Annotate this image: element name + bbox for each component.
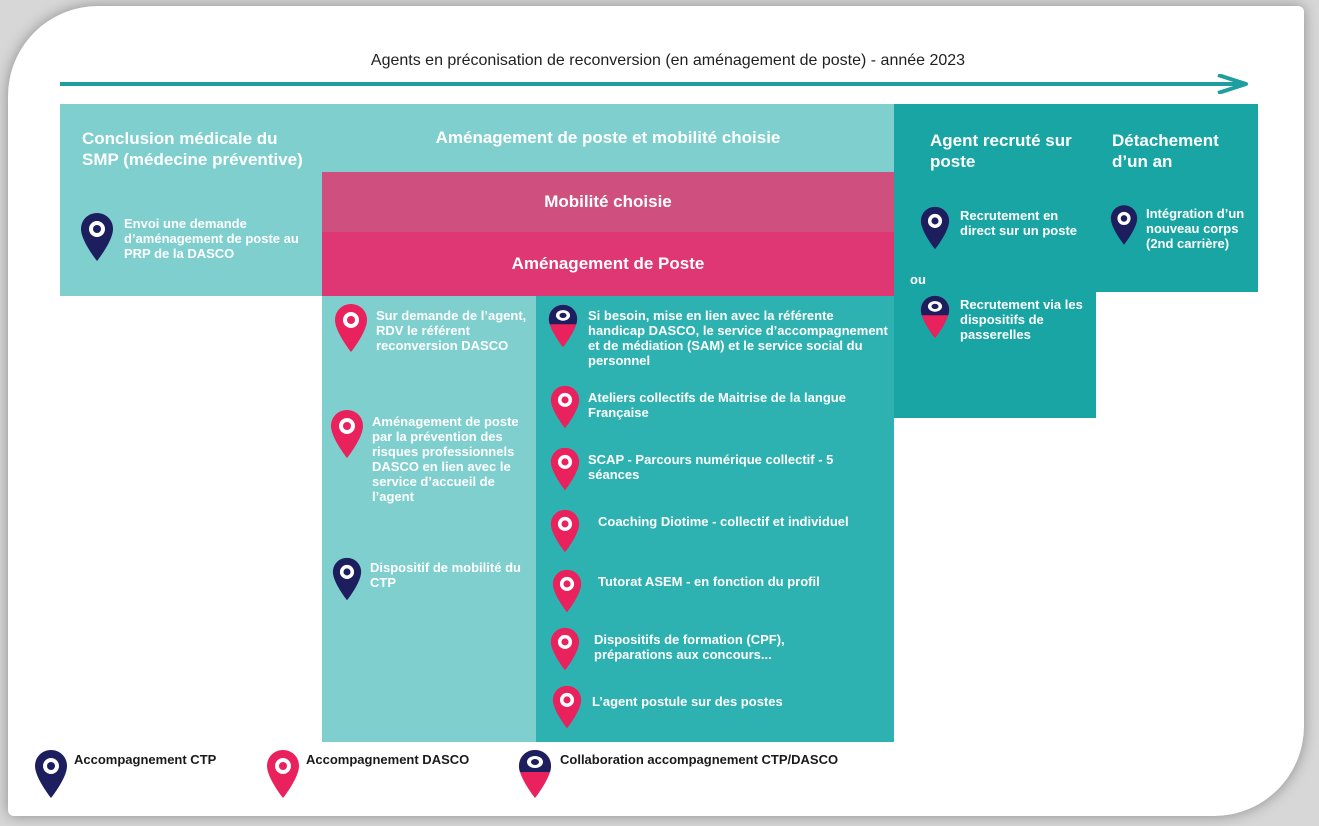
navy-pin-icon [34,748,68,800]
recrute-or: ou [910,272,926,287]
detachement-item: Intégration d’un nouveau corps (2nd carr… [1146,206,1245,251]
navy-pin-icon [332,556,362,602]
mobilite-details-panel: Sur demande de l’agent, RDV le référent … [322,296,536,742]
right-item-6: Dispositifs de formation (CPF), préparat… [594,632,785,662]
left-item-2: Aménagement de poste par la prévention d… [372,414,519,504]
pink-pin-icon [330,408,364,460]
pink-pin-icon [552,568,582,614]
right-item-7: L’agent postule sur des postes [592,694,783,709]
pink-pin-icon [550,384,580,430]
right-item-1: Si besoin, mise en lien avec la référent… [588,308,888,368]
conclusion-panel: Conclusion médicale du SMP (médecine pré… [60,104,322,296]
pink-pin-icon [550,508,580,554]
left-item-1: Sur demande de l’agent, RDV le référent … [376,308,527,353]
left-item-3: Dispositif de mobilité du CTP [370,560,521,590]
right-item-5: Tutorat ASEM - en fonction du profil [598,574,820,589]
timeline-arrow [60,74,1248,94]
pink-pin-icon [552,684,582,730]
legend-dasco: Accompagnement DASCO [306,752,470,767]
mobilite-panel: Mobilité choisie [322,172,894,232]
conclusion-heading: Conclusion médicale du SMP (médecine pré… [82,129,303,169]
diagram-card: Agents en préconisation de reconversion … [8,6,1304,816]
recrute-item-1: Recrutement en direct sur un poste [960,208,1078,238]
pink-pin-icon [334,302,368,354]
navy-pin-icon [920,205,950,251]
recrute-item-2: Recrutement via les dispositifs de passe… [960,297,1083,342]
amenagement-details-panel: Si besoin, mise en lien avec la référent… [536,296,894,742]
pink-pin-icon [550,626,580,672]
recrute-panel: Agent recruté sur poste Recrutement en d… [894,104,1096,418]
conclusion-item: Envoi une demande d’aménagement de poste… [124,216,299,261]
recrute-heading: Agent recruté sur poste [930,131,1072,171]
navy-pin-icon [1110,203,1138,247]
diagram-title: Agents en préconisation de reconversion … [370,52,966,69]
collab-pin-icon [548,302,578,350]
mobilite-label: Mobilité choisie [544,192,672,211]
detachement-panel: Détachement d’un an Intégration d’un nou… [1096,104,1258,292]
navy-pin-icon [80,211,114,263]
legend-collab: Collaboration accompagnement CTP/DASCO [560,752,839,767]
amenagement-header-panel: Aménagement de poste et mobilité choisie [322,104,894,172]
collab-pin-icon [920,294,950,340]
amenagement-poste-panel: Aménagement de Poste [322,232,894,296]
legend-ctp: Accompagnement CTP [74,752,217,767]
right-item-2: Ateliers collectifs de Maitrise de la la… [588,390,846,420]
pink-pin-icon [550,446,580,492]
pink-pin-icon [266,748,300,800]
right-item-3: SCAP - Parcours numérique collectif - 5 … [588,452,834,482]
right-item-4: Coaching Diotime - collectif et individu… [598,514,849,529]
amenagement-header: Aménagement de poste et mobilité choisie [435,128,781,147]
amenagement-poste-label: Aménagement de Poste [511,254,705,273]
collab-pin-icon [518,748,552,800]
detachement-heading: Détachement d’un an [1112,131,1219,171]
